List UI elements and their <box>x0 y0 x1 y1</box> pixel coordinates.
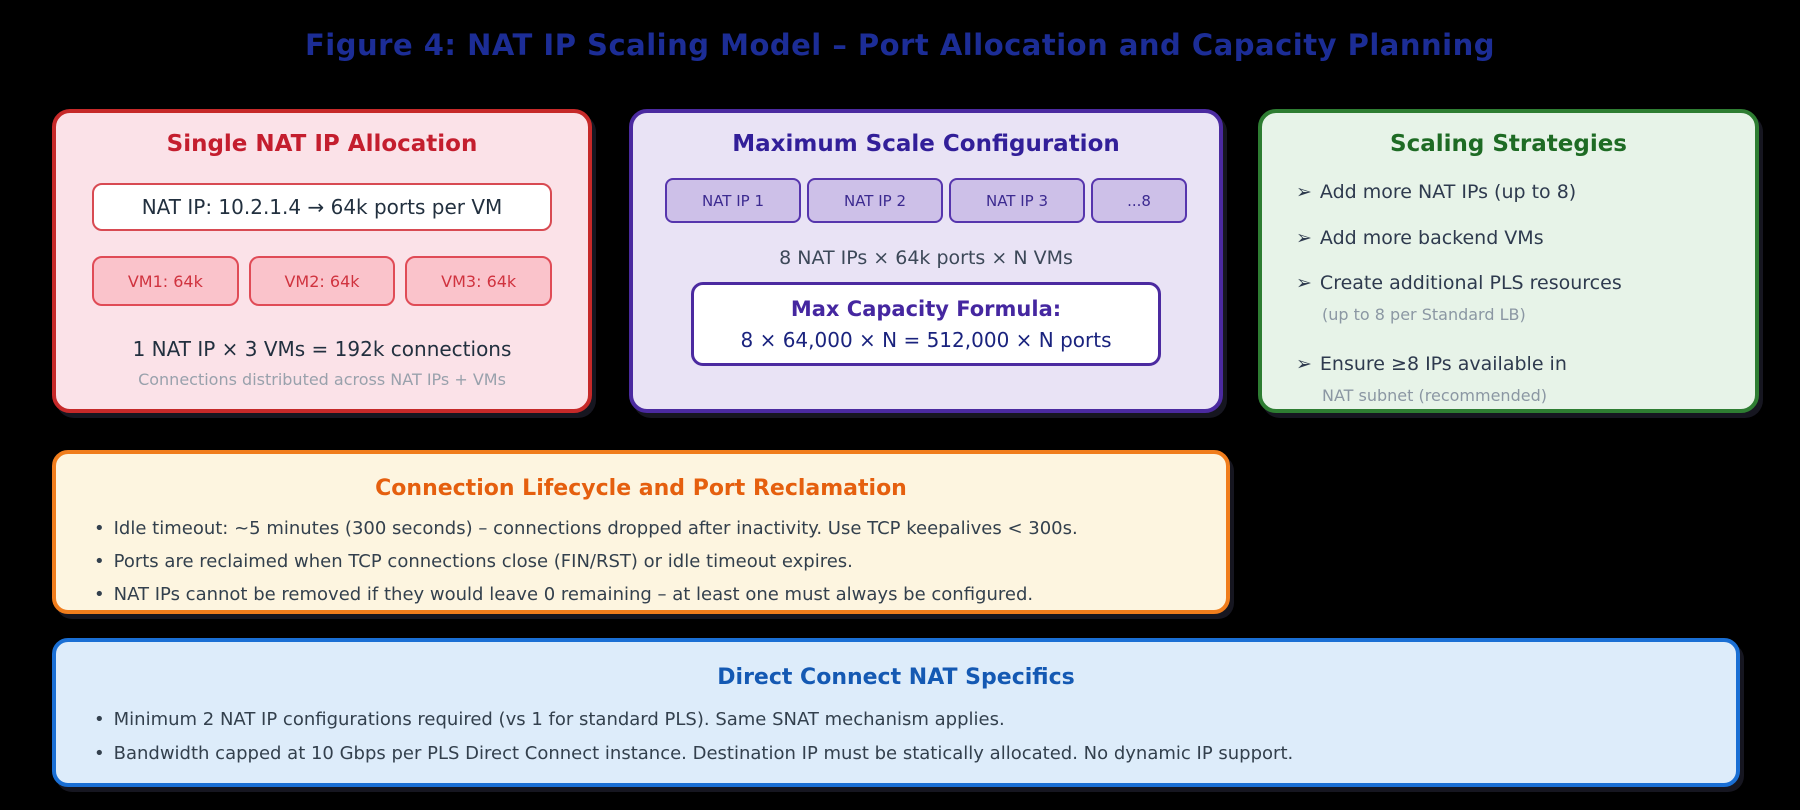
arrow-bullet-icon: ➢ <box>1296 272 1312 294</box>
strategy-item: ➢ Add more backend VMs <box>1296 225 1721 251</box>
strategy-item-text: Ensure ≥8 IPs available in <box>1319 353 1567 375</box>
direct-connect-bullet-text: Minimum 2 NAT IP configurations required… <box>113 709 1005 730</box>
strategy-item-subnote: NAT subnet (recommended) <box>1322 386 1547 405</box>
lifecycle-bullet: • Idle timeout: ~5 minutes (300 seconds) … <box>94 517 1188 541</box>
scaling-strategies-panel: Scaling Strategies ➢ Add more NAT IPs (up… <box>1258 109 1759 413</box>
figure-title: Figure 4: NAT IP Scaling Model – Port Al… <box>304 28 1495 62</box>
lifecycle-panel: Connection Lifecycle and Port Reclamatio… <box>52 450 1230 614</box>
single-nat-ip-panel: Single NAT IP Allocation NAT IP: 10.2.1.… <box>52 109 592 413</box>
max-scale-panel: Maximum Scale Configuration NAT IP 1 NAT… <box>629 109 1223 413</box>
direct-connect-bullet: • Minimum 2 NAT IP configurations require… <box>94 708 1698 732</box>
nat-chip-1: NAT IP 1 <box>665 178 801 223</box>
vm-chip-3: VM3: 64k <box>405 256 553 306</box>
formula-title: Max Capacity Formula: <box>790 296 1062 321</box>
max-capacity-formula-box: Max Capacity Formula: 8 × 64,000 × N = 5… <box>691 282 1161 366</box>
dot-bullet-icon: • <box>94 709 105 730</box>
single-nat-summary: 1 NAT IP × 3 VMs = 192k connections <box>132 337 512 361</box>
max-scale-equation: 8 NAT IPs × 64k ports × N VMs <box>779 247 1073 269</box>
nat-ip-box: NAT IP: 10.2.1.4 → 64k ports per VM <box>92 183 552 231</box>
direct-connect-bullet: • Bandwidth capped at 10 Gbps per PLS Dir… <box>94 742 1698 766</box>
strategy-item-text: Add more NAT IPs (up to 8) <box>1319 181 1577 203</box>
dot-bullet-icon: • <box>94 584 105 605</box>
nat-chip-ellipsis: ...8 <box>1091 178 1187 223</box>
strategy-item: ➢ Ensure ≥8 IPs available in <box>1296 351 1721 377</box>
dot-bullet-icon: • <box>94 743 105 764</box>
lifecycle-bullet-text: Ports are reclaimed when TCP connections… <box>113 551 853 572</box>
single-nat-panel-title: Single NAT IP Allocation <box>166 131 478 157</box>
lifecycle-bullet-text: Idle timeout: ~5 minutes (300 seconds) –… <box>113 518 1078 539</box>
formula-text: 8 × 64,000 × N = 512,000 × N ports <box>740 327 1112 352</box>
direct-connect-panel-title: Direct Connect NAT Specifics <box>717 665 1075 690</box>
arrow-bullet-icon: ➢ <box>1296 181 1312 203</box>
direct-connect-panel: Direct Connect NAT Specifics • Minimum 2 … <box>52 638 1740 787</box>
lifecycle-panel-title: Connection Lifecycle and Port Reclamatio… <box>375 476 907 501</box>
strategy-item-text: Create additional PLS resources <box>1319 272 1622 294</box>
lifecycle-bullet: • NAT IPs cannot be removed if they would… <box>94 583 1188 607</box>
dot-bullet-icon: • <box>94 518 105 539</box>
direct-connect-bullet-text: Bandwidth capped at 10 Gbps per PLS Dire… <box>113 743 1294 764</box>
nat-ip-label: NAT IP: 10.2.1.4 → 64k ports per VM <box>141 195 503 219</box>
max-scale-panel-title: Maximum Scale Configuration <box>732 131 1120 157</box>
scaling-panel-title: Scaling Strategies <box>1390 131 1627 157</box>
nat-chip-row: NAT IP 1 NAT IP 2 NAT IP 3 ...8 <box>663 178 1189 223</box>
vm-chip-row: VM1: 64k VM2: 64k VM3: 64k <box>92 256 553 306</box>
single-nat-note: Connections distributed across NAT IPs +… <box>138 370 506 389</box>
vm-chip-1: VM1: 64k <box>92 256 239 306</box>
dot-bullet-icon: • <box>94 551 105 572</box>
lifecycle-bullet-text: NAT IPs cannot be removed if they would … <box>113 584 1034 605</box>
strategy-item-text: Add more backend VMs <box>1319 227 1544 249</box>
vm-chip-2: VM2: 64k <box>248 256 396 306</box>
nat-chip-2: NAT IP 2 <box>807 178 943 223</box>
lifecycle-bullet: • Ports are reclaimed when TCP connection… <box>94 550 1188 574</box>
strategy-item: ➢ Add more NAT IPs (up to 8) <box>1296 179 1721 205</box>
nat-chip-3: NAT IP 3 <box>949 178 1085 223</box>
strategy-item: ➢ Create additional PLS resources <box>1296 270 1721 296</box>
strategy-list: ➢ Add more NAT IPs (up to 8) ➢ Add more ba… <box>1296 179 1721 407</box>
arrow-bullet-icon: ➢ <box>1296 353 1312 375</box>
strategy-item-subnote: (up to 8 per Standard LB) <box>1322 305 1526 324</box>
arrow-bullet-icon: ➢ <box>1296 227 1312 249</box>
